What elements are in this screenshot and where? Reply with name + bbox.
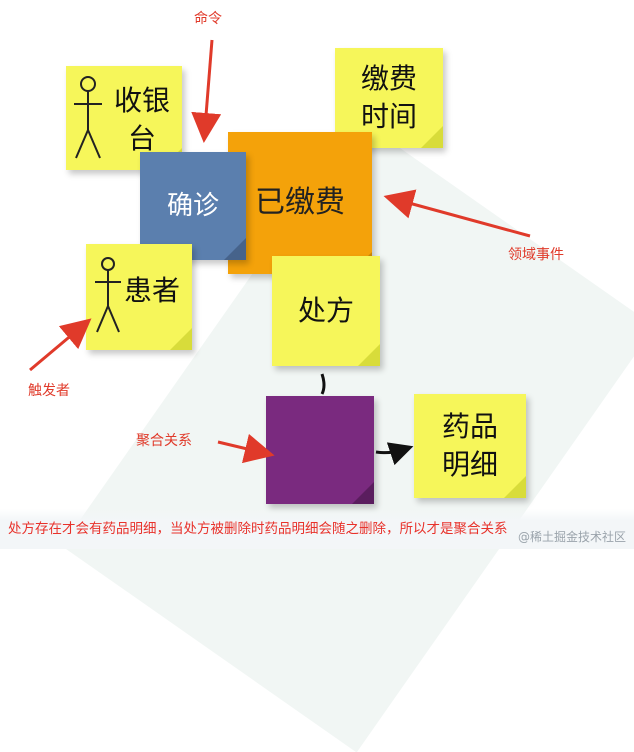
paid-event-note: 已缴费 <box>228 132 372 274</box>
drug-details-note: 药品 明细 <box>414 394 526 498</box>
annotation-trigger: 触发者 <box>28 383 70 399</box>
confirm-command-label: 确诊 <box>166 191 219 221</box>
cashier-label-line2: 台 <box>127 122 156 155</box>
pay-time-note: 缴费 时间 <box>335 48 443 148</box>
annotation-aggregation: 聚合关系 <box>136 433 192 449</box>
prescription-label: 处方 <box>297 294 354 327</box>
caption-text: 处方存在才会有药品明细，当处方被删除时药品明细会随之删除，所以才是聚合关系 <box>8 521 508 537</box>
prescription-note: 处方 <box>272 256 380 366</box>
cashier-note: 收银 台 <box>66 66 182 170</box>
watermark: @稀土掘金技术社区 <box>517 530 626 544</box>
paid-event-label: 已缴费 <box>255 185 345 220</box>
cashier-label-line1: 收银 <box>113 84 170 117</box>
annotation-domain-event: 领域事件 <box>508 247 564 263</box>
confirm-command-note: 确诊 <box>140 152 246 260</box>
command-arrow <box>191 39 222 143</box>
annotation-command: 命令 <box>194 11 222 27</box>
caption-bar <box>0 509 634 549</box>
pay-time-label-line1: 缴费 <box>360 62 417 95</box>
actor-icon <box>95 257 121 333</box>
pay-time-label-line2: 时间 <box>360 100 417 133</box>
patient-note: 患者 <box>86 244 192 350</box>
patient-label: 患者 <box>123 274 180 307</box>
actor-icon <box>74 76 102 159</box>
aggregate-note <box>266 396 374 504</box>
drug-label-line2: 明细 <box>441 448 498 481</box>
drug-label-line1: 药品 <box>441 410 498 443</box>
trigger-arrow <box>29 318 92 372</box>
